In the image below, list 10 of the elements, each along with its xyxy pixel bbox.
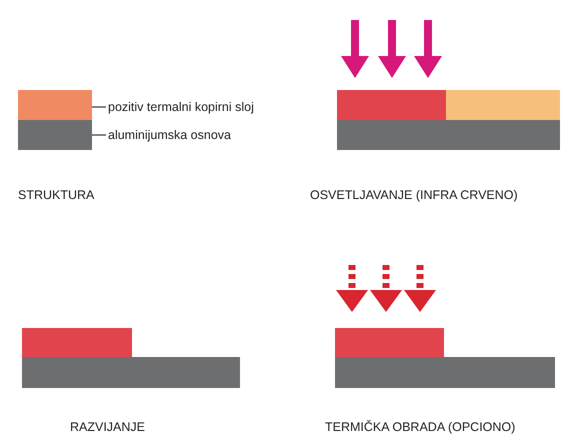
- leader-line: [92, 106, 106, 108]
- step-caption: STRUKTURA: [18, 188, 94, 202]
- step-caption: OSVETLJAVANJE (INFRA CRVENO): [310, 188, 518, 202]
- coating-layer: [18, 90, 92, 120]
- step-caption: RAZVIJANJE: [70, 420, 146, 434]
- step-caption: TERMIČKA OBRADA (OPCIONO): [325, 420, 516, 434]
- layer-label: pozitiv termalni kopirni sloj: [108, 100, 254, 114]
- base-layer: [18, 120, 92, 150]
- leader-line: [92, 134, 106, 136]
- layer-label: aluminijumska osnova: [108, 128, 231, 142]
